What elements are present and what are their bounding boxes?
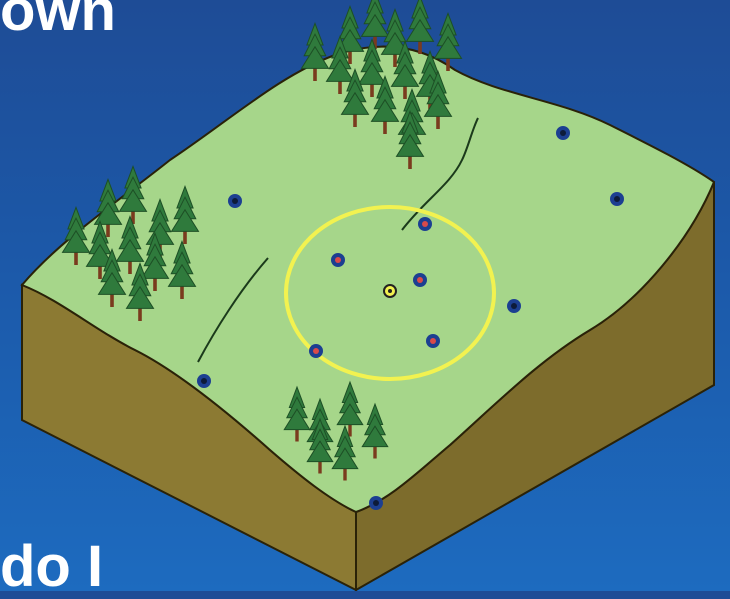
- center-point-dot: [388, 289, 392, 293]
- point-outside-circle-center: [511, 303, 517, 309]
- point-inside-circle-center: [313, 348, 319, 354]
- pine-tree: [407, 0, 434, 54]
- point-outside-circle-center: [614, 196, 620, 202]
- point-inside-circle-center: [417, 277, 423, 283]
- point-outside-circle-center: [560, 130, 566, 136]
- point-outside-circle-center: [232, 198, 238, 204]
- point-outside-circle-center: [373, 500, 379, 506]
- slide-text-fragment: do I: [0, 538, 103, 596]
- point-inside-circle-center: [422, 221, 428, 227]
- point-inside-circle-center: [430, 338, 436, 344]
- point-outside-circle-center: [201, 378, 207, 384]
- point-inside-circle-center: [335, 257, 341, 263]
